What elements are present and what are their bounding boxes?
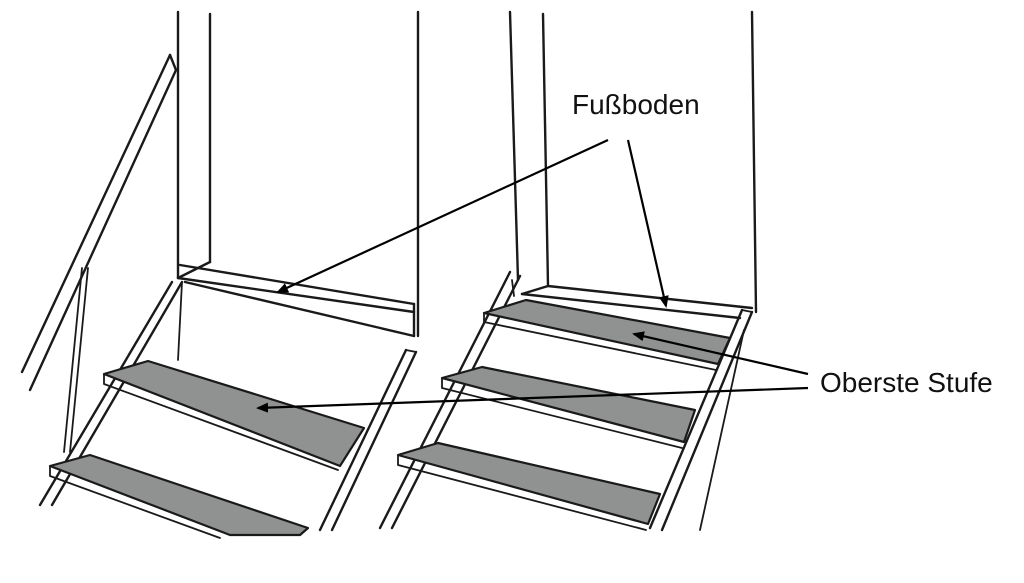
top-step-arrow-right: [632, 331, 809, 376]
floor-label: Fußboden: [572, 89, 700, 120]
left-step-upper: [102, 359, 366, 471]
left-floor-opening: [176, 10, 420, 338]
right-step-bottom: [396, 441, 662, 531]
top-step-label: Oberste Stufe: [820, 367, 993, 398]
left-handrail: [20, 53, 178, 453]
floor-arrow-left: [276, 139, 609, 293]
floor-arrow-right: [626, 139, 669, 308]
right-staircase: [378, 10, 758, 532]
right-floor-opening: [508, 10, 758, 320]
top-step-arrow-left: [256, 386, 809, 413]
floor-arrows: [276, 139, 669, 308]
top-step-arrows: [256, 331, 809, 413]
left-staircase: [20, 10, 420, 539]
right-step-top: [482, 298, 732, 371]
right-step-middle: [440, 365, 697, 449]
left-step-lower: [48, 453, 310, 539]
